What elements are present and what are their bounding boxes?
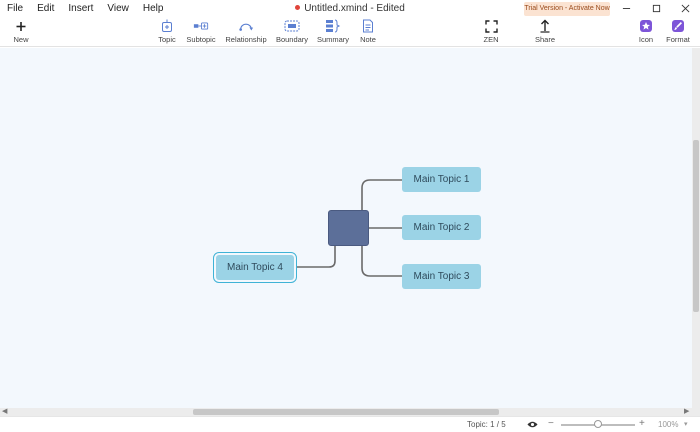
icon-label: Icon bbox=[638, 35, 654, 44]
note-button[interactable]: Note bbox=[358, 17, 378, 47]
maximize-icon bbox=[652, 4, 660, 13]
format-brush-icon bbox=[670, 19, 686, 33]
relationship-button[interactable]: Relationship bbox=[224, 17, 268, 47]
scroll-right-arrow-icon[interactable]: ▶ bbox=[684, 408, 690, 415]
note-label: Note bbox=[360, 35, 376, 44]
topic-label: Topic bbox=[158, 35, 176, 44]
boundary-icon bbox=[284, 19, 300, 33]
connector-topic-4 bbox=[297, 246, 336, 268]
unsaved-dot-icon bbox=[295, 5, 301, 10]
summary-button[interactable]: Summary bbox=[315, 17, 351, 47]
relationship-icon bbox=[238, 19, 254, 33]
zoom-in-button[interactable]: + bbox=[639, 418, 645, 429]
new-label: New bbox=[13, 35, 29, 44]
main-topic-4[interactable]: Main Topic 4 bbox=[213, 252, 297, 283]
connector-topic-3 bbox=[361, 246, 402, 277]
title-bar: File Edit Insert View Help Untitled.xmin… bbox=[0, 0, 700, 17]
minimize-button[interactable] bbox=[611, 0, 641, 17]
close-icon bbox=[681, 4, 689, 13]
summary-label: Summary bbox=[316, 35, 350, 44]
vertical-scrollbar-thumb[interactable] bbox=[693, 140, 699, 312]
new-button[interactable]: New bbox=[12, 17, 30, 47]
subtopic-icon bbox=[193, 19, 209, 33]
menu-view[interactable]: View bbox=[107, 3, 129, 14]
format-label: Format bbox=[666, 35, 690, 44]
format-button[interactable]: Format bbox=[664, 17, 692, 47]
document-title-text: Untitled.xmind - Edited bbox=[304, 3, 405, 14]
share-label: Share bbox=[534, 35, 555, 44]
horizontal-scrollbar[interactable]: ◀ ▶ bbox=[0, 408, 700, 416]
topic-icon bbox=[159, 19, 175, 33]
vertical-scrollbar[interactable] bbox=[692, 48, 700, 408]
status-bar: Topic: 1 / 5 − + 100% ▾ bbox=[0, 416, 700, 432]
sticker-icon bbox=[638, 19, 654, 33]
boundary-button[interactable]: Boundary bbox=[274, 17, 310, 47]
main-topic-2[interactable]: Main Topic 2 bbox=[402, 215, 481, 240]
menu-edit[interactable]: Edit bbox=[37, 3, 55, 14]
topic-button[interactable]: Topic bbox=[155, 17, 179, 47]
maximize-button[interactable] bbox=[641, 0, 671, 17]
zoom-level[interactable]: 100% bbox=[658, 420, 679, 429]
subtopic-button[interactable]: Subtopic bbox=[185, 17, 217, 47]
mindmap-canvas[interactable]: Main Topic 1 Main Topic 2 Main Topic 3 M… bbox=[0, 48, 692, 408]
close-button[interactable] bbox=[670, 0, 700, 17]
trial-activate-button[interactable]: Trial Version - Activate Now bbox=[524, 2, 610, 16]
main-topic-3[interactable]: Main Topic 3 bbox=[402, 264, 481, 289]
share-button[interactable]: Share bbox=[533, 17, 557, 47]
topic-connectors bbox=[297, 179, 402, 277]
summary-icon bbox=[325, 19, 341, 33]
connector-topic-1 bbox=[361, 179, 402, 210]
share-icon bbox=[537, 19, 553, 33]
eye-icon[interactable] bbox=[527, 420, 538, 429]
zen-button[interactable]: ZEN bbox=[481, 17, 501, 47]
menu-help[interactable]: Help bbox=[142, 3, 164, 14]
fullscreen-icon bbox=[483, 19, 499, 33]
scroll-left-arrow-icon[interactable]: ◀ bbox=[2, 408, 8, 415]
topic-count: Topic: 1 / 5 bbox=[467, 420, 506, 429]
central-topic[interactable] bbox=[328, 210, 369, 246]
horizontal-scrollbar-thumb[interactable] bbox=[193, 409, 499, 415]
minimize-icon bbox=[622, 8, 630, 9]
zoom-slider-handle[interactable] bbox=[594, 420, 602, 428]
boundary-label: Boundary bbox=[275, 35, 309, 44]
menu-bar: File Edit Insert View Help bbox=[0, 0, 170, 17]
menu-file[interactable]: File bbox=[7, 3, 24, 14]
new-icon bbox=[13, 19, 29, 33]
menu-insert[interactable]: Insert bbox=[68, 3, 94, 14]
zoom-out-button[interactable]: − bbox=[548, 418, 554, 429]
subtopic-label: Subtopic bbox=[186, 35, 216, 44]
icon-panel-button[interactable]: Icon bbox=[636, 17, 656, 47]
zen-label: ZEN bbox=[483, 35, 499, 44]
main-topic-1[interactable]: Main Topic 1 bbox=[402, 167, 481, 192]
toolbar: New Topic Subtopic Relationship Boundary… bbox=[0, 17, 700, 47]
relationship-label: Relationship bbox=[225, 35, 267, 44]
zoom-dropdown-chevron-icon[interactable]: ▾ bbox=[684, 421, 688, 428]
note-icon bbox=[360, 19, 376, 33]
